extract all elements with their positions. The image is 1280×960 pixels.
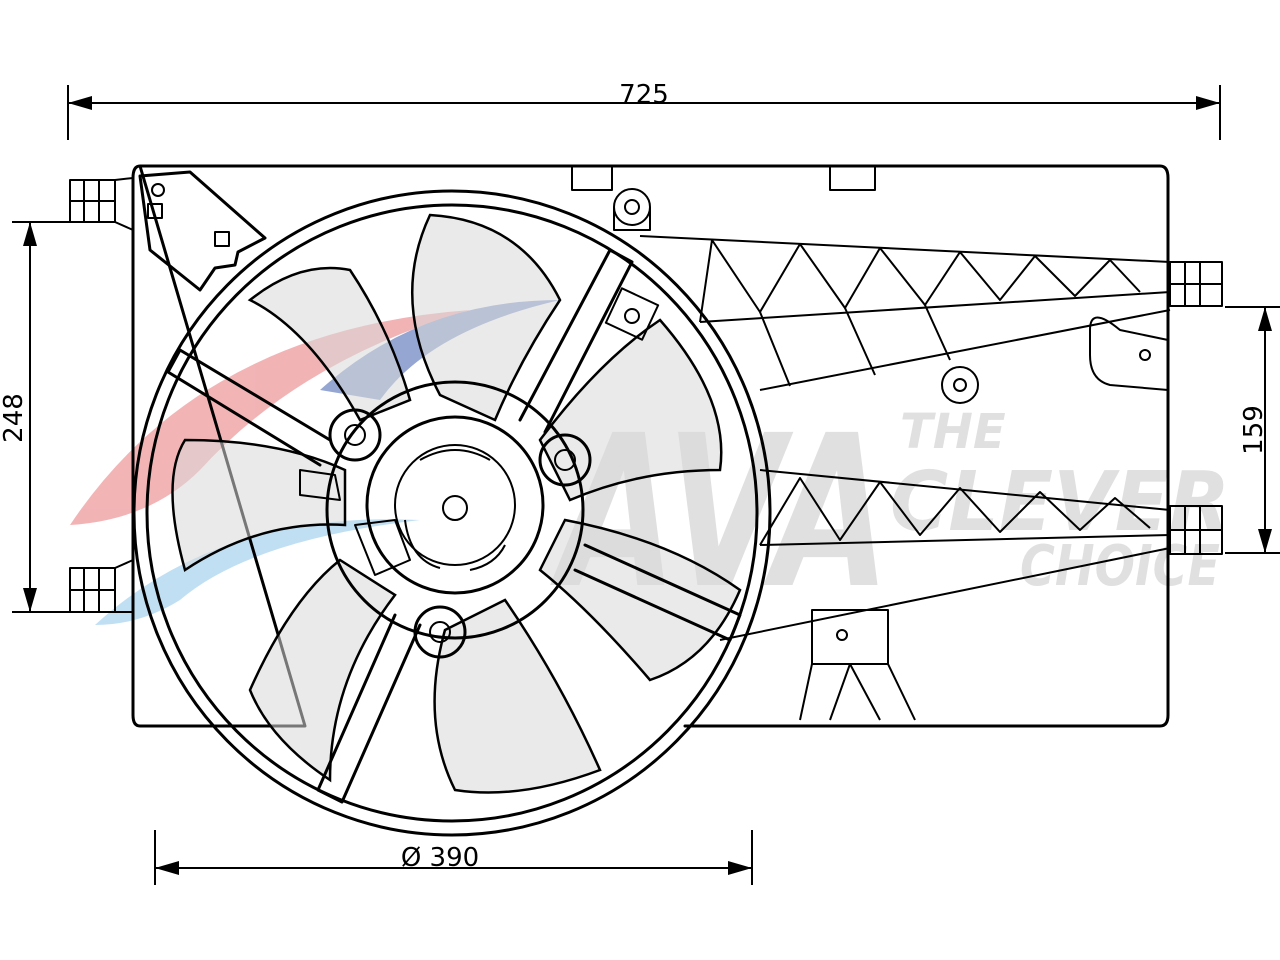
right-mounting-tabs — [1169, 261, 1223, 555]
left-height-label: 248 — [0, 393, 29, 443]
fan-blade — [410, 213, 562, 422]
shroud-ribs — [639, 235, 1171, 721]
fan-blade — [248, 558, 397, 783]
watermark-red-swoosh — [70, 310, 470, 525]
watermark-the-text: THE — [900, 404, 1006, 460]
watermark-lightblue-swoosh — [95, 519, 420, 625]
fan-ring — [132, 189, 772, 837]
fan-diameter-label: Ø 390 — [401, 843, 479, 873]
fan-struts — [166, 248, 742, 804]
fan-blade — [433, 598, 602, 794]
left-height-dimension: 248 — [0, 221, 70, 613]
fan-blade — [538, 318, 723, 502]
overall-width-dimension: 725 — [67, 80, 1221, 140]
shroud-frame — [131, 164, 1170, 728]
motor-hub — [299, 380, 592, 659]
right-height-label: 159 — [1239, 405, 1269, 455]
watermark-choice-text: CHOICE — [1020, 534, 1220, 599]
fan-diameter-dimension: Ø 390 — [154, 830, 753, 885]
overall-width-label: 725 — [619, 80, 669, 110]
fan-blades — [171, 213, 742, 794]
left-mounting-tabs — [69, 177, 134, 613]
right-height-dimension: 159 — [1225, 306, 1280, 554]
connector-bracket — [138, 170, 267, 292]
fan-blade — [171, 438, 347, 572]
fan-blade — [247, 266, 412, 422]
